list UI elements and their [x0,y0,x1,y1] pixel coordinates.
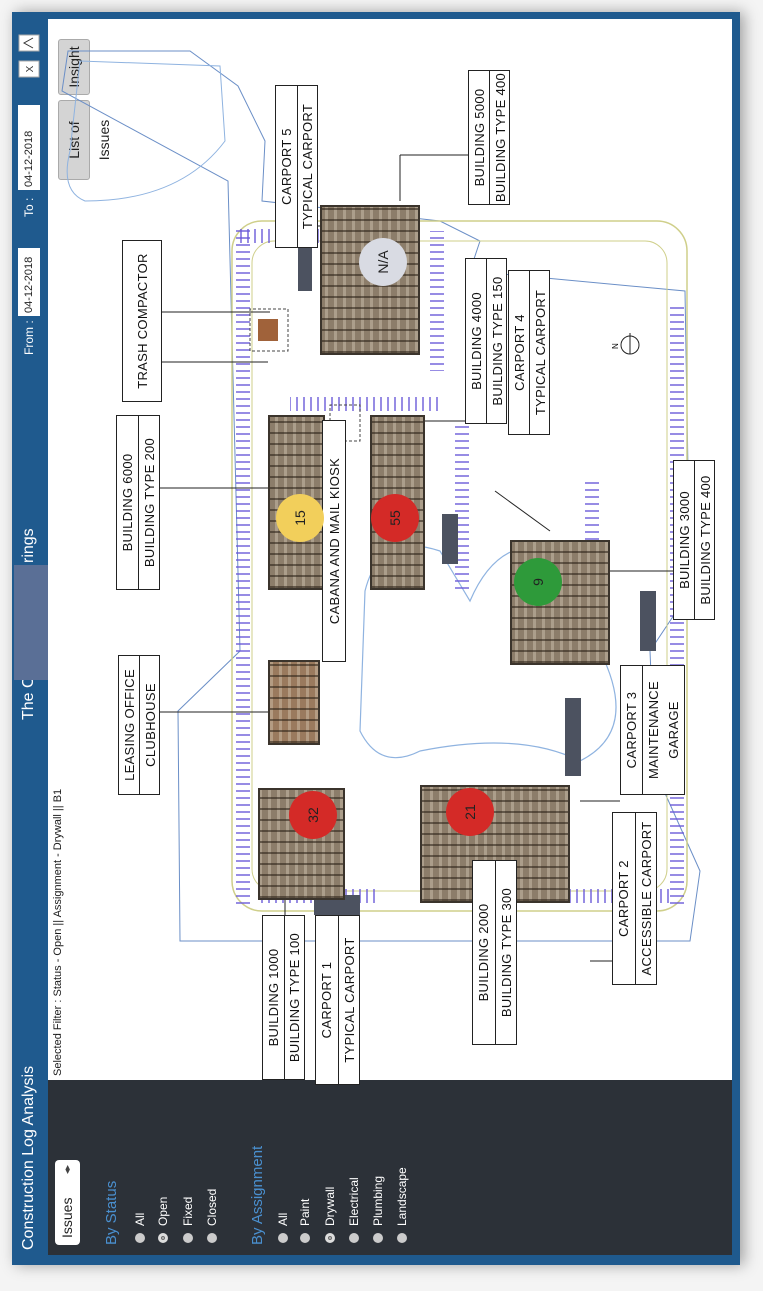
issue-marker-building-6000[interactable]: 15 [276,494,324,542]
carport-4 [442,514,458,564]
issue-marker-building-2000[interactable]: 21 [446,788,494,836]
carport-5 [298,246,312,291]
label-trash-compactor: TRASH COMPACTOR [122,240,162,402]
marker-count: 21 [462,804,478,820]
marker-count: N/A [375,250,391,274]
issue-marker-building-3000[interactable]: 9 [514,558,562,606]
carport-3 [640,591,656,651]
excel-export-icon[interactable]: X [17,59,41,79]
marker-count: 55 [387,510,403,526]
issue-marker-building-1000[interactable]: 32 [289,791,337,839]
marker-count: 15 [292,510,308,526]
clubhouse-building[interactable] [268,660,320,745]
issue-marker-building-5000[interactable]: N/A [359,238,407,286]
svg-text:X: X [25,65,36,72]
issue-marker-building-4000[interactable]: 55 [371,494,419,542]
marker-count: 32 [305,807,321,823]
marker-count: 9 [530,578,546,586]
carport-1 [314,895,360,915]
carport-2 [565,698,581,776]
pdf-export-icon[interactable] [17,33,41,53]
north-arrow-icon: N [611,333,640,355]
label-cabana-mail-kiosk: CABANA AND MAIL KIOSK [322,420,346,662]
svg-text:N: N [611,343,620,349]
